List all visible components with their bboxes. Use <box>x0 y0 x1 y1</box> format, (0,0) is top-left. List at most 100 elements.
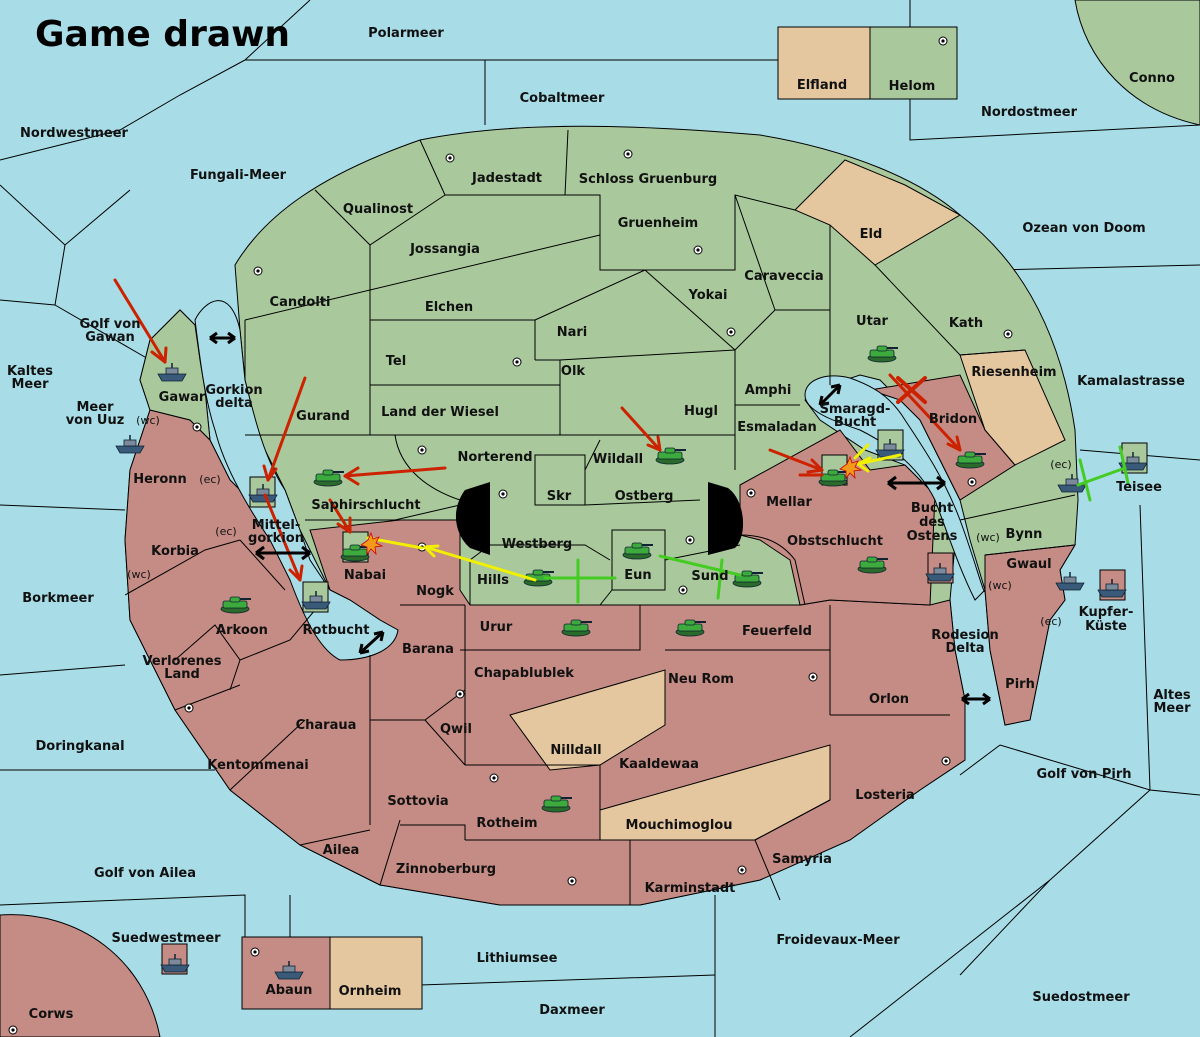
prov-caraveccia: Caraveccia <box>744 269 823 284</box>
sea-smaragd-1: Smaragd- <box>820 402 891 417</box>
sea-golf-gawan-1: Golf von <box>80 317 141 332</box>
prov-pirh: Pirh <box>1005 677 1035 692</box>
prov-losteria: Losteria <box>855 788 915 803</box>
prov-nilldall: Nilldall <box>550 743 601 758</box>
prov-sottovia: Sottovia <box>387 794 448 809</box>
prov-kath: Kath <box>949 316 983 331</box>
sea-nordostmeer: Nordostmeer <box>981 105 1078 120</box>
sea-lithiumsee: Lithiumsee <box>477 951 558 966</box>
prov-bridon: Bridon <box>929 412 977 427</box>
sea-froidevaux: Froidevaux-Meer <box>776 933 900 948</box>
sea-mittelgorkion-2: gorkion <box>248 531 304 546</box>
sea-rotbucht: Rotbucht <box>303 623 370 638</box>
prov-schloss: Schloss Gruenburg <box>579 172 717 187</box>
sea-bucht-3: Ostens <box>907 529 958 544</box>
sea-golf-pirh: Golf von Pirh <box>1036 767 1131 782</box>
prov-esmaladan: Esmaladan <box>737 420 817 435</box>
prov-bynn: Bynn <box>1006 527 1043 542</box>
prov-gruenheim: Gruenheim <box>618 216 698 231</box>
sea-smaragd-2: Bucht <box>834 415 876 430</box>
land-corws: Corws <box>29 1007 74 1022</box>
prov-saphir: Saphirschlucht <box>311 498 420 513</box>
coast-gwaul-wc: (wc) <box>988 579 1012 592</box>
sea-rodesion-1: Rodesion <box>931 628 998 643</box>
prov-gawar: Gawar <box>159 390 206 405</box>
prov-arkoon: Arkoon <box>216 623 268 638</box>
prov-karminstadt: Karminstadt <box>645 881 736 896</box>
prov-korbia: Korbia <box>151 544 199 559</box>
prov-qwil: Qwil <box>440 722 472 737</box>
prov-orlon: Orlon <box>869 692 909 707</box>
coast-labels: (wc) (ec) (ec) (wc) (ec) (wc) (wc) (ec) <box>127 414 1072 628</box>
channel-arrows <box>209 331 991 706</box>
sea-rodesion-2: Delta <box>945 641 984 656</box>
coast-bynn-ec: (ec) <box>1050 458 1071 471</box>
sea-golf-ailea: Golf von Ailea <box>94 866 196 881</box>
sea-doringkanal: Doringkanal <box>35 739 124 754</box>
order-arrows <box>113 278 1130 604</box>
sea-daxmeer: Daxmeer <box>539 1003 605 1018</box>
prov-jossangia: Jossangia <box>409 242 480 257</box>
coast-korbia-ec: (ec) <box>215 525 236 538</box>
prov-tel: Tel <box>386 354 406 369</box>
sea-nordwestmeer: Nordwestmeer <box>20 126 128 141</box>
prov-mouchimoglou: Mouchimoglou <box>626 818 733 833</box>
prov-teisee: Teisee <box>1116 480 1162 495</box>
prov-verlorenes-1: Verlorenes <box>142 654 221 669</box>
sea-ozean: Ozean von Doom <box>1022 221 1145 236</box>
province-labels: Elfland Helom Jadestadt Schloss Gruenbur… <box>133 78 1162 999</box>
prov-land-wiesel: Land der Wiesel <box>381 405 499 420</box>
prov-mellar: Mellar <box>766 495 812 510</box>
coast-korbia-wc: (wc) <box>127 568 151 581</box>
prov-wildall: Wildall <box>593 452 643 467</box>
coast-bynn-wc: (wc) <box>976 531 1000 544</box>
sea-bucht-2: des <box>919 515 945 530</box>
prov-ornheim: Ornheim <box>339 984 402 999</box>
prov-jadestadt: Jadestadt <box>471 171 542 186</box>
prov-eun: Eun <box>624 568 651 583</box>
prov-eld: Eld <box>860 227 883 242</box>
sea-altes-2: Meer <box>1154 701 1192 716</box>
prov-nabai: Nabai <box>344 568 386 583</box>
prov-helom: Helom <box>889 79 936 94</box>
sea-bucht-1: Bucht <box>911 501 953 516</box>
prov-ostberg: Ostberg <box>615 489 674 504</box>
prov-gurand: Gurand <box>296 409 350 424</box>
prov-gwaul: Gwaul <box>1006 557 1051 572</box>
game-status-title: Game drawn <box>35 14 290 55</box>
prov-urur: Urur <box>480 620 513 635</box>
coast-gwaul-ec: (ec) <box>1040 615 1061 628</box>
prov-amphi: Amphi <box>745 383 792 398</box>
prov-chapablublek: Chapablublek <box>474 666 574 681</box>
sea-gorkion-2: delta <box>215 396 253 411</box>
prov-elfland: Elfland <box>797 78 847 93</box>
prov-olk: Olk <box>561 364 586 379</box>
prov-charaua: Charaua <box>296 718 357 733</box>
sea-golf-gawan-2: Gawan <box>85 330 134 345</box>
prov-neu-rom: Neu Rom <box>668 672 734 687</box>
prov-barana: Barana <box>402 642 454 657</box>
prov-rotheim: Rotheim <box>476 816 537 831</box>
coast-heronn-ec: (ec) <box>199 473 220 486</box>
prov-nogk: Nogk <box>416 584 454 599</box>
prov-westberg: Westberg <box>502 537 572 552</box>
prov-feuerfeld: Feuerfeld <box>742 624 812 639</box>
sea-meer-uuz-1: Meer <box>77 400 115 415</box>
prov-ailea: Ailea <box>323 843 360 858</box>
prov-verlorenes-2: Land <box>164 667 200 682</box>
explosion-markers <box>360 455 863 556</box>
prov-hugl: Hugl <box>684 404 718 419</box>
prov-norterend: Norterend <box>457 450 532 465</box>
land-conno: Conno <box>1129 71 1175 86</box>
sea-kamalastrasse: Kamalastrasse <box>1077 374 1185 389</box>
prov-candolti: Candolti <box>270 295 331 310</box>
sea-kaltes-2: Meer <box>12 377 50 392</box>
prov-skr: Skr <box>547 489 572 504</box>
prov-yokai: Yokai <box>687 288 727 303</box>
prov-abaun: Abaun <box>266 983 313 998</box>
sea-fungali: Fungali-Meer <box>190 168 287 183</box>
prov-kentommenai: Kentommenai <box>207 758 308 773</box>
coast-gawar-wc: (wc) <box>136 414 160 427</box>
prov-nari: Nari <box>557 325 588 340</box>
